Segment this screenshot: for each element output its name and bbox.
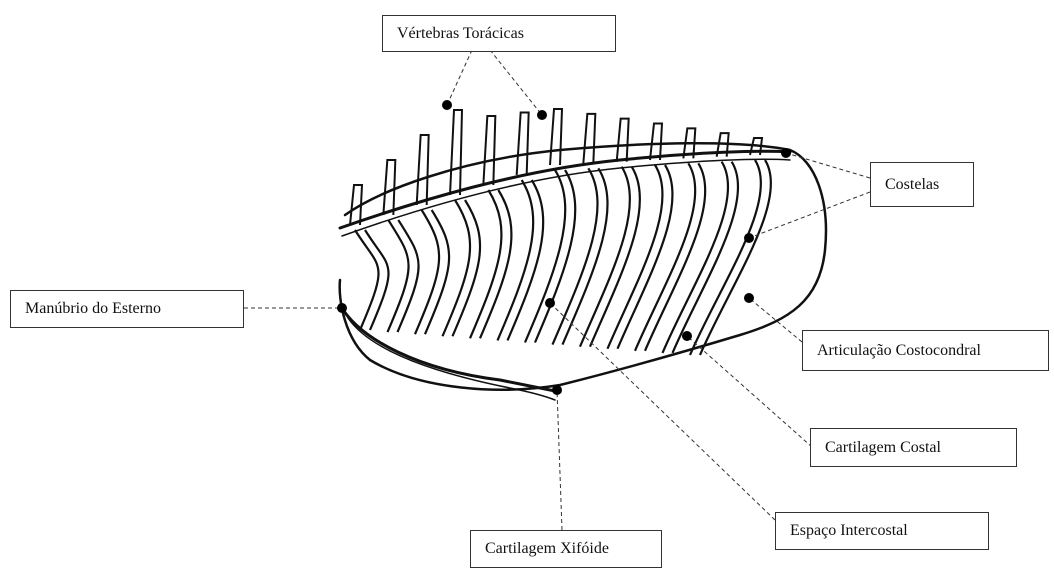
vertebral-spine [583,114,595,163]
vertebral-spine [650,124,662,161]
rib [470,190,501,338]
label-espaco-intercostal: Espaço Intercostal [775,512,989,550]
rib [508,180,544,340]
rib [618,165,673,349]
rib [535,170,575,343]
vertebral-spine [483,116,495,185]
label-vertebras-toracicas: Vértebras Torácicas [382,15,616,52]
rib [443,200,471,336]
label-costelas: Costelas [870,162,974,207]
rib [690,160,761,355]
vertebral-spine [550,109,562,165]
vertebral-spine [450,110,462,195]
rib [608,165,663,349]
vertebral-spine [617,119,629,162]
vertebral-spine [517,113,529,176]
label-cartilagem-costal: Cartilagem Costal [810,428,1017,467]
label-manubrio-do-esterno: Manúbrio do Esterno [10,290,244,328]
vertebral-spine [417,135,429,205]
rib [563,168,608,344]
label-articulacao-costocondral: Articulação Costocondral [802,330,1049,371]
vertebral-spine [350,185,362,225]
rib [498,180,534,340]
vertebral-spine [383,160,395,215]
label-cartilagem-xifoide: Cartilagem Xifóide [470,530,662,568]
